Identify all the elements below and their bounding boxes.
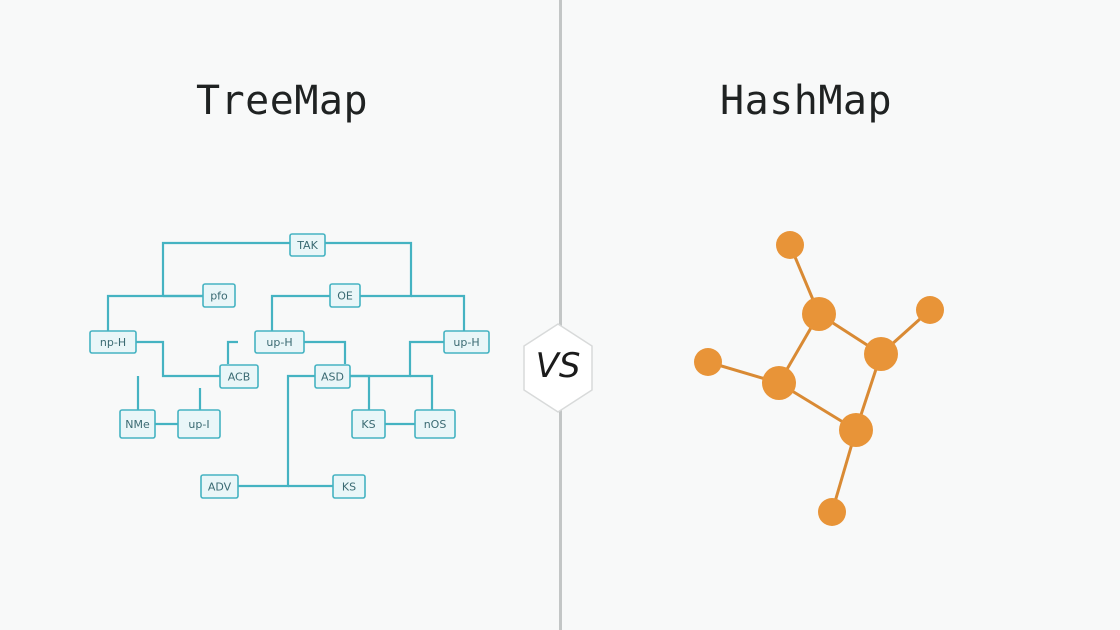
tree-node-label: up-H <box>453 336 479 349</box>
tree-edge <box>161 241 290 296</box>
tree-node-box: KS <box>351 409 386 439</box>
tree-node-rect <box>443 330 490 354</box>
tree-node-label: ASD <box>321 371 344 384</box>
tree-node-label: np-H <box>100 336 126 349</box>
tree-edge <box>350 374 371 410</box>
tree-node-label: NMe <box>125 418 150 431</box>
tree-edge <box>238 374 315 488</box>
tree-node-box: NMe <box>119 409 156 439</box>
tree-node-box: pfo <box>202 283 236 308</box>
tree-node-rect <box>202 283 236 308</box>
tree-edges <box>106 241 466 488</box>
graph-node <box>694 348 722 376</box>
graph-node <box>864 337 898 371</box>
tree-node-rect <box>314 364 351 389</box>
tree-node-box: up-I <box>177 409 221 439</box>
tree-node-box: KS <box>332 474 366 499</box>
tree-node-label: ACB <box>228 371 251 384</box>
tree-node-label: OE <box>337 290 353 303</box>
graph-node <box>762 366 796 400</box>
tree-edge <box>226 340 238 364</box>
tree-edge <box>410 374 434 410</box>
tree-node-box: up-H <box>443 330 490 354</box>
graph-node <box>916 296 944 324</box>
tree-node-rect <box>414 409 456 439</box>
tree-edge <box>325 241 413 298</box>
hashmap-diagram <box>694 231 944 526</box>
tree-node-label: up-H <box>266 336 292 349</box>
tree-node-rect <box>200 474 239 499</box>
graph-node <box>776 231 804 259</box>
tree-node-box: ASD <box>314 364 351 389</box>
tree-node-rect <box>329 283 361 308</box>
tree-node-rect <box>332 474 366 499</box>
tree-node-rect <box>351 409 386 439</box>
graph-nodes <box>694 231 944 526</box>
graph-node <box>818 498 846 526</box>
tree-edge <box>350 340 444 378</box>
tree-edge <box>411 294 466 342</box>
tree-node-box: up-H <box>254 330 305 354</box>
graph-edges <box>707 244 932 513</box>
tree-node-label: KS <box>342 481 356 494</box>
tree-node-rect <box>254 330 305 354</box>
vs-hexagon-badge <box>523 323 593 413</box>
tree-node-rect <box>219 364 259 389</box>
tree-node-rect <box>177 409 221 439</box>
tree-node-box: TAK <box>289 233 326 257</box>
tree-edge <box>136 340 220 378</box>
tree-node-label: TAK <box>296 239 318 252</box>
treemap-title: TreeMap <box>196 78 369 124</box>
tree-node-box: ACB <box>219 364 259 389</box>
hashmap-title: HashMap <box>720 78 893 124</box>
tree-node-rect <box>289 233 326 257</box>
treemap-diagram: TAK pfo OE np-H up-H up-H ACB ASD NMe up-I KS nOS AD… <box>89 233 490 499</box>
tree-node-box: nOS <box>414 409 456 439</box>
tree-node-box: ADV <box>200 474 239 499</box>
tree-node-label: pfo <box>210 290 228 303</box>
tree-edge <box>106 294 203 342</box>
tree-node-box: OE <box>329 283 361 308</box>
tree-node-label: ADV <box>208 481 232 494</box>
tree-edge <box>270 294 330 342</box>
tree-node-label: nOS <box>424 418 447 431</box>
tree-node-rect <box>119 409 156 439</box>
tree-node-label: up-I <box>188 418 209 431</box>
vs-label: VS <box>535 346 581 386</box>
tree-edge <box>304 340 347 364</box>
tree-node-label: KS <box>361 418 375 431</box>
tree-node-rect <box>89 330 137 354</box>
graph-node <box>839 413 873 447</box>
center-divider <box>559 0 562 630</box>
tree-node-box: np-H <box>89 330 137 354</box>
graph-node <box>802 297 836 331</box>
tree-boxes: TAK pfo OE np-H up-H up-H ACB ASD NMe up-I KS nOS AD… <box>89 233 490 499</box>
